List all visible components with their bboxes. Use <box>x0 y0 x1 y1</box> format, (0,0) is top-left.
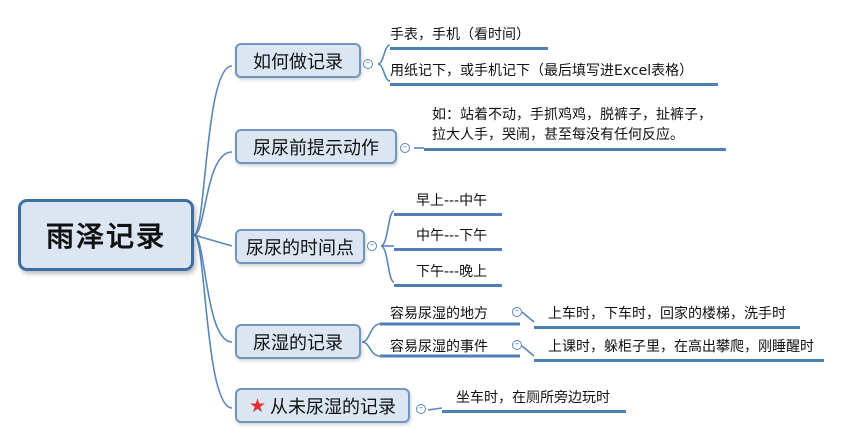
topic-never-wet[interactable]: ★ 从未尿湿的记录 <box>235 388 410 423</box>
connector-b4-child-1 <box>361 323 381 343</box>
connector-b1-leaf-2 <box>377 63 391 82</box>
connector-b3-leaf-3 <box>380 245 395 283</box>
connector-b3-leaf-1 <box>380 210 395 247</box>
connector-root-topic-3 <box>193 234 233 247</box>
leaf-events-list: 上课时，躲柜子里，在高出攀爬，刚睡醒时 <box>534 336 824 362</box>
leaf-noon-afternoon: 中午---下午 <box>394 225 502 251</box>
topic-label: 尿尿的时间点 <box>246 237 354 259</box>
collapse-toggle-icon[interactable]: – <box>400 143 410 153</box>
leaf-morning-noon: 早上---中午 <box>394 190 502 216</box>
collapse-toggle-icon[interactable]: – <box>512 307 522 317</box>
leaf-watch-phone: 手表，手机（看时间） <box>390 24 548 50</box>
collapse-toggle-icon[interactable]: – <box>363 59 373 69</box>
connector-root-topic-5 <box>193 234 233 409</box>
leaf-never-wet-list: 坐车时，在厕所旁边玩时 <box>442 387 626 413</box>
topic-how-to-record[interactable]: 如何做记录 <box>235 43 361 78</box>
topic-label: 尿湿的记录 <box>253 332 343 354</box>
topic-label: 如何做记录 <box>253 51 343 73</box>
topic-wet-records[interactable]: 尿湿的记录 <box>235 324 361 359</box>
leaf-paper-phone: 用纸记下，或手机记下（最后填写进Excel表格） <box>390 60 718 86</box>
child-easy-wet-events[interactable]: 容易尿湿的事件 <box>390 339 488 355</box>
connector-b1-leaf-1 <box>377 44 391 65</box>
leaf-signs-list: 如：站着不动，手抓鸡鸡，脱裤子，扯裤子， 拉大人手，哭闹，甚至每没有任何反应。 <box>424 105 726 151</box>
topic-pee-time[interactable]: 尿尿的时间点 <box>235 229 365 264</box>
connector-root-topic-1 <box>193 65 233 236</box>
leaf-places-list: 上车时，下车时，回家的楼梯，洗手时 <box>534 303 800 329</box>
star-icon: ★ <box>248 394 267 417</box>
root-topic-label: 雨泽记录 <box>45 220 166 253</box>
connector-b5-leaf-1 <box>427 407 443 411</box>
collapse-toggle-icon[interactable]: – <box>416 404 426 414</box>
topic-label: 从未尿湿的记录 <box>270 396 397 418</box>
connector-root-topic-2 <box>193 151 233 236</box>
child-easy-wet-places[interactable]: 容易尿湿的地方 <box>390 306 488 322</box>
collapse-toggle-icon[interactable]: – <box>367 241 377 251</box>
root-topic[interactable]: 雨泽记录 <box>18 199 194 271</box>
connector-b4c1-leaf <box>521 311 535 323</box>
leaf-afternoon-evening: 下午---晚上 <box>394 261 502 287</box>
connector-b4-child-2 <box>361 341 381 357</box>
topic-pre-pee-signs[interactable]: 尿尿前提示动作 <box>235 129 397 164</box>
topic-label: 尿尿前提示动作 <box>253 137 379 159</box>
collapse-toggle-icon[interactable]: – <box>512 340 522 350</box>
connector-b4c2-leaf <box>521 345 535 357</box>
